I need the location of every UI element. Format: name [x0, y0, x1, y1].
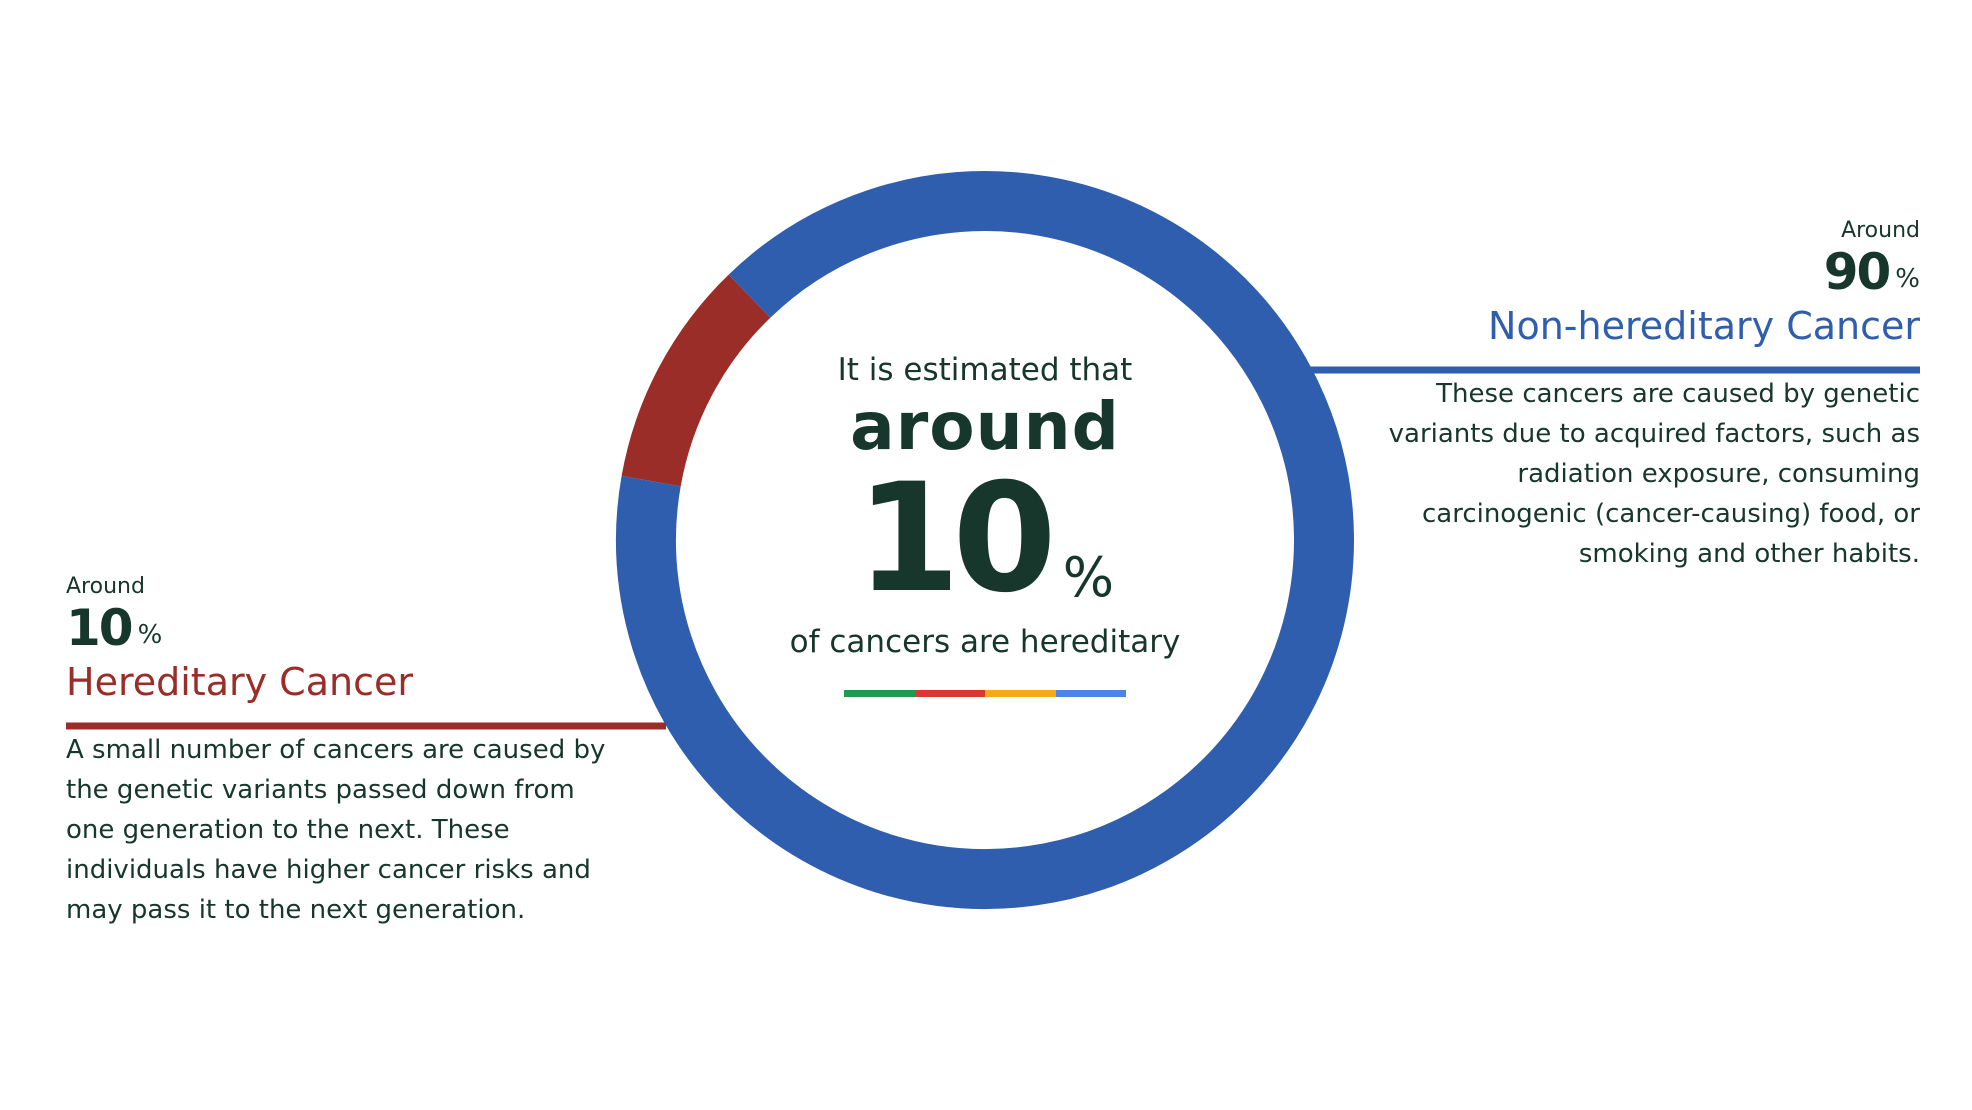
accent-segment-1: [844, 690, 915, 697]
hereditary-percent-sign: %: [137, 620, 163, 650]
donut-slice-non-hereditary-cancer: [616, 171, 1354, 909]
hereditary-description: A small number of cancers are caused by …: [66, 735, 606, 925]
non-hereditary-percentage: 90 %: [1360, 244, 1920, 300]
non-hereditary-around: Around: [1841, 218, 1920, 243]
hereditary-around: Around: [66, 574, 145, 599]
accent-segment-2: [914, 690, 985, 697]
accent-color-bar: [844, 690, 1126, 697]
non-hereditary-label: Around 90 % Non-hereditary Cancer These …: [1360, 218, 1920, 574]
donut-slices: [616, 171, 1354, 909]
non-hereditary-percent-sign: %: [1895, 264, 1920, 294]
non-hereditary-title: Non-hereditary Cancer: [1488, 304, 1920, 348]
center-percentage: 10 %: [785, 464, 1185, 614]
non-hereditary-description: These cancers are caused by genetic vari…: [1388, 379, 1920, 569]
donut-slice-hereditary-cancer: [621, 274, 771, 487]
hereditary-label: Around 10 % Hereditary Cancer A small nu…: [66, 574, 626, 930]
hereditary-title: Hereditary Cancer: [66, 660, 413, 704]
center-number: 10: [855, 452, 1057, 626]
non-hereditary-number: 90: [1823, 243, 1892, 301]
center-outro: of cancers are hereditary: [789, 624, 1181, 660]
hereditary-percentage: 10 %: [66, 600, 626, 656]
hereditary-number: 10: [66, 599, 134, 657]
accent-segment-3: [985, 690, 1056, 697]
accent-segment-4: [1055, 690, 1126, 697]
center-around: around: [850, 388, 1120, 465]
center-intro: It is estimated that: [837, 352, 1133, 388]
center-summary: It is estimated that around 10 % of canc…: [785, 350, 1185, 697]
center-percent-sign: %: [1062, 546, 1115, 609]
